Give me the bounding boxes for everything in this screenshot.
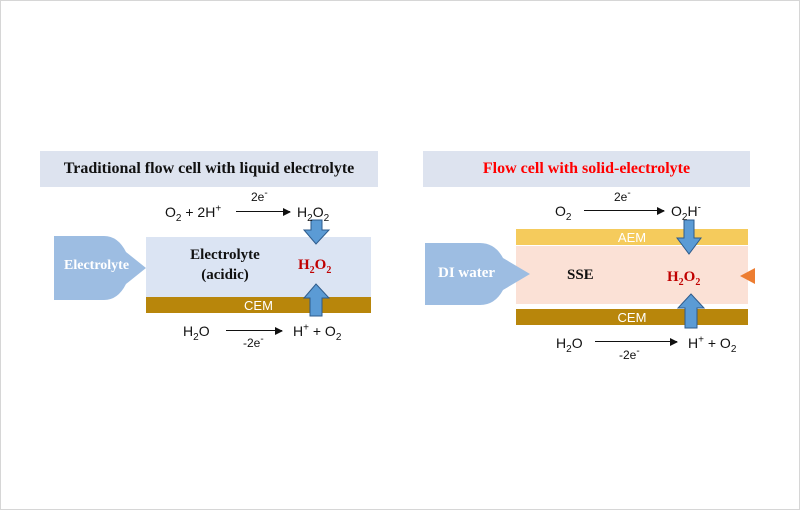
left-cem-label: CEM (244, 297, 273, 313)
left-bottom-reaction-lhs: H2O (183, 323, 210, 343)
right-inlet-shape (425, 243, 530, 305)
left-down-arrow-icon (302, 219, 331, 245)
left-title-text: Traditional flow cell with liquid electr… (63, 160, 355, 177)
right-bottom-electrons: -2e- (619, 346, 640, 362)
right-top-reaction-lhs: O2 (555, 203, 572, 223)
right-product-h2o2: H2O2 (667, 269, 701, 288)
right-inlet-label: DI water (438, 265, 496, 281)
right-title: Flow cell with solid-electrolyte (423, 151, 750, 187)
right-top-reaction-arrow (584, 206, 665, 215)
left-inlet-label: Electrolyte (64, 258, 130, 273)
left-bottom-reaction-rhs: H+ + O2 (293, 322, 342, 343)
right-up-arrow-icon (676, 293, 706, 329)
left-chamber-label: Electrolyte (acidic) (190, 247, 260, 283)
left-bottom-electrons: -2e- (243, 334, 264, 350)
left-top-electrons: 2e- (251, 188, 268, 204)
right-cem-label: CEM (617, 309, 647, 325)
right-chamber-label: SSE (567, 267, 594, 283)
right-top-electrons: 2e- (614, 188, 631, 204)
right-bottom-reaction-arrow (595, 337, 678, 346)
right-down-arrow-icon (676, 219, 702, 255)
left-bottom-reaction-arrow (226, 326, 283, 335)
right-title-text: Flow cell with solid-electrolyte (482, 160, 691, 177)
left-top-reaction-rhs: H2O2 (297, 204, 330, 224)
right-sse-chamber (516, 246, 748, 304)
left-top-reaction-lhs: O2 + 2H+ (165, 203, 222, 224)
left-title: Traditional flow cell with liquid electr… (40, 151, 378, 187)
left-product-h2o2: H2O2 (298, 257, 332, 276)
right-bottom-reaction-lhs: H2O (556, 335, 583, 355)
right-bottom-reaction-rhs: H+ + O2 (688, 334, 737, 355)
left-electrolyte-chamber (146, 237, 371, 299)
left-inlet-shape (54, 236, 146, 300)
outlet-arrow-icon (740, 268, 755, 284)
right-aem-label: AEM (617, 229, 647, 245)
left-up-arrow-icon (302, 283, 331, 317)
left-top-reaction-arrow (236, 207, 291, 216)
right-top-reaction-rhs: O2H- (671, 202, 701, 223)
